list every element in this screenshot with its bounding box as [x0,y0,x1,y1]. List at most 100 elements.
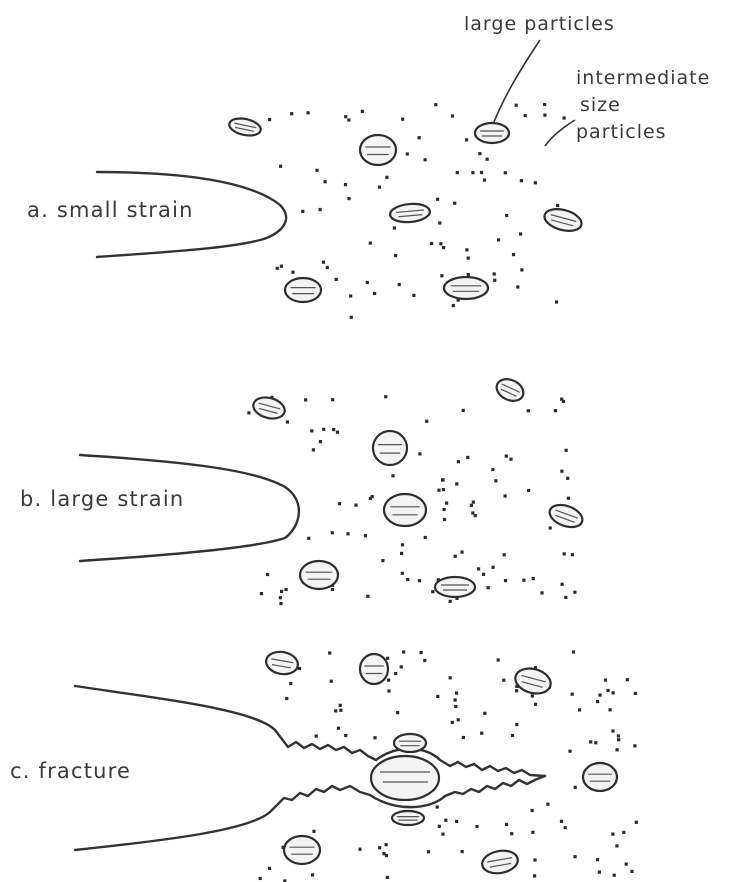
intermediate-particle [266,573,269,576]
intermediate-particle [401,543,404,546]
intermediate-particle [465,248,468,251]
intermediate-particle [400,552,403,555]
intermediate-particle [574,786,577,789]
intermediate-particle [324,180,327,183]
intermediate-particle [398,283,401,286]
intermediate-particle [449,600,452,603]
intermediate-particle [339,709,342,712]
intermediate-particle [622,831,625,834]
intermediate-label-line1: intermediate [576,67,710,89]
intermediate-particle [330,680,333,683]
intermediate-particle [319,208,322,211]
large-particles-b [251,375,585,597]
intermediate-particle [431,590,434,593]
intermediate-particle [358,848,361,851]
intermediate-particle [546,803,549,806]
intermediate-particle [465,138,468,141]
intermediate-particle [332,428,335,431]
intermediate-particle [423,659,426,662]
intermediate-particle [400,665,403,668]
intermediate-particle [285,588,288,591]
intermediate-particle [286,420,289,423]
intermediate-particle [554,409,557,412]
large-particles-a [228,116,584,302]
intermediate-particle [373,736,376,739]
intermediate-particle [515,689,518,692]
intermediate-particle [307,537,310,540]
intermediate-particle [425,420,428,423]
intermediate-particle [412,294,415,297]
intermediate-particle [326,266,329,269]
intermediate-particle [268,867,271,870]
intermediate-particle [573,591,576,594]
large-particle [264,649,299,676]
intermediate-particle [480,171,483,174]
intermediate-particle [493,279,496,282]
intermediate-particle [322,261,325,264]
intermediate-particle [483,179,486,182]
intermediate-particle [441,479,444,482]
intermediate-leader [545,120,575,146]
intermediate-particle [312,830,315,833]
large-particle [475,123,509,143]
intermediate-particle [354,504,357,507]
large-particle [547,501,586,531]
intermediate-particle [457,718,460,721]
intermediate-particle [347,197,350,200]
large-particle [360,654,388,684]
intermediate-particle [418,579,421,582]
intermediate-particle [418,136,421,139]
intermediate-particle [441,833,444,836]
intermediate-particle [512,253,515,256]
intermediate-particle [487,586,490,589]
large-particle [373,431,407,465]
large-particle [384,494,426,526]
intermediate-particle [556,204,559,207]
intermediate-particle [497,658,500,661]
intermediate-particle [462,409,465,412]
intermediate-particle [442,488,445,491]
intermediate-particle [571,553,574,556]
intermediate-particle [291,271,294,274]
intermediate-particle [311,873,314,876]
intermediate-particle [436,198,439,201]
fracture-upper-surface [75,686,545,776]
intermediate-particle [386,657,389,660]
intermediate-particle [315,735,318,738]
intermediate-particle [334,709,337,712]
intermediate-particle [455,820,458,823]
intermediate-particle [384,395,387,398]
intermediate-particle [568,750,571,753]
intermediate-particle [630,870,633,873]
intermediate-particle [478,152,481,155]
intermediate-particle [386,876,389,879]
panel-a-small-strain: a. small strain [27,103,584,319]
intermediate-label-line2: size [580,94,621,116]
intermediate-particle [364,534,367,537]
intermediate-particle [449,676,452,679]
intermediate-particle [361,110,364,113]
intermediate-particle [454,705,457,708]
intermediate-particle [436,805,439,808]
intermediate-particle [259,877,262,880]
large-particle [251,394,287,422]
intermediate-particle [625,863,628,866]
intermediate-particle [457,460,460,463]
intermediate-particle [280,265,283,268]
intermediate-particle [427,850,430,853]
intermediate-particle [307,111,310,114]
intermediate-particle [366,595,369,598]
intermediate-particle [279,165,282,168]
intermediate-particle [385,843,388,846]
intermediate-particle [456,171,459,174]
large-particle [444,277,488,299]
intermediate-particle [563,552,566,555]
intermediate-particle [534,703,537,706]
large-particle [284,836,320,864]
panel-c-label: c. fracture [10,759,131,783]
intermediate-particle [515,723,518,726]
intermediate-particle [331,398,334,401]
intermediate-particle [460,551,463,554]
intermediate-particle [560,398,563,401]
